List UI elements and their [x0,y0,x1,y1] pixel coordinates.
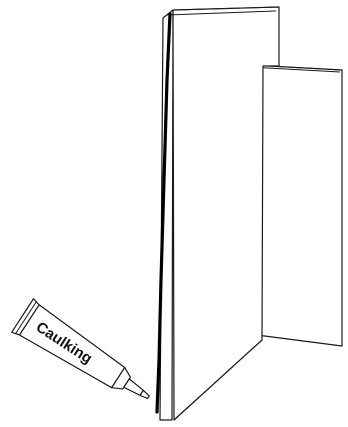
front-panel [159,6,280,421]
caulking-tube-icon: Caulking [11,298,150,400]
caulk-bead [155,12,172,414]
